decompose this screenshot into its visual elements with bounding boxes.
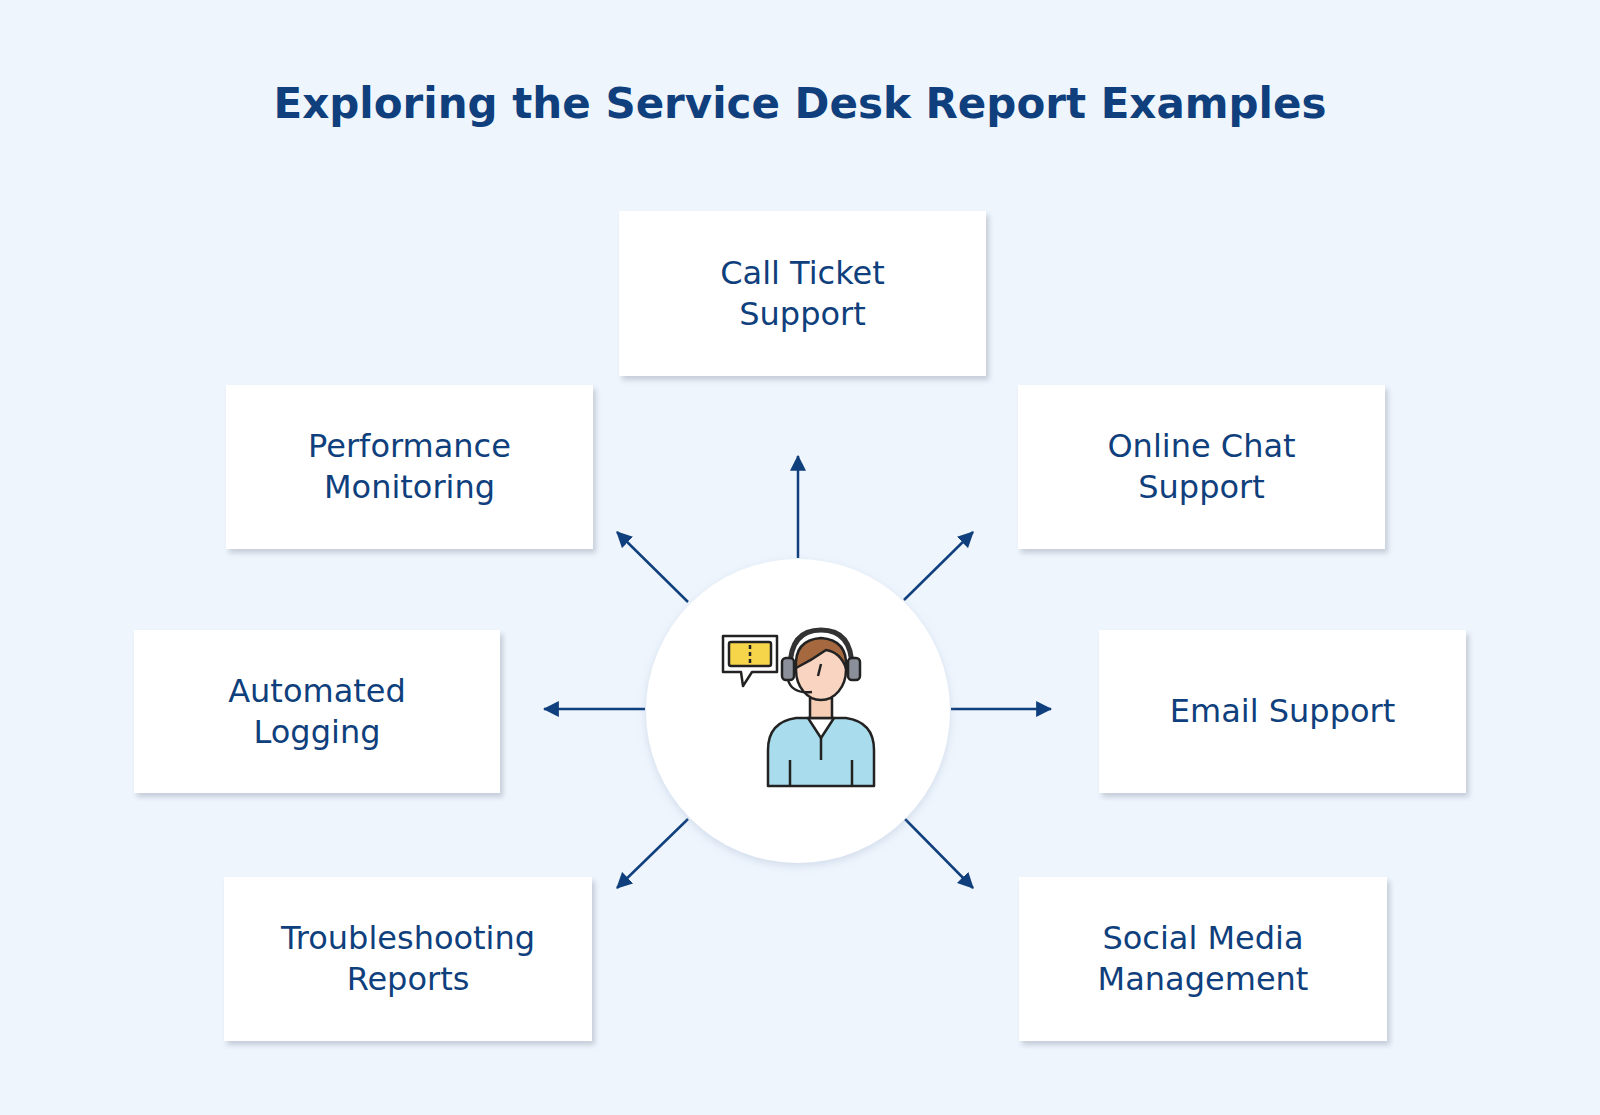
agent-collar	[808, 718, 834, 738]
spoke-arrow	[617, 819, 688, 888]
spoke-arrow	[904, 532, 973, 600]
agent-arm-line	[851, 760, 854, 786]
box-label: Troubleshooting Reports	[248, 918, 568, 1000]
report-box: Call Ticket Support	[619, 211, 986, 376]
agent-body	[768, 718, 874, 786]
agent-arm-line	[789, 760, 792, 786]
report-box: Online Chat Support	[1018, 385, 1385, 549]
box-label: Call Ticket Support	[673, 253, 933, 335]
spoke-arrows	[544, 456, 1051, 888]
spoke-arrow	[544, 708, 645, 711]
box-label: Social Media Management	[1053, 918, 1353, 1000]
report-box: Social Media Management	[1019, 877, 1387, 1041]
headset-mic	[788, 680, 812, 692]
box-label: Performance Monitoring	[260, 426, 560, 508]
diagram-title: Exploring the Service Desk Report Exampl…	[0, 72, 1600, 136]
spoke-arrow	[617, 532, 688, 602]
ticket-perforation	[749, 645, 752, 663]
box-label: Automated Logging	[177, 671, 457, 753]
spoke-arrow	[951, 708, 1051, 711]
agent-nose	[818, 664, 821, 676]
report-box: Performance Monitoring	[226, 385, 593, 549]
spoke-arrow	[797, 456, 800, 558]
agent-icon	[723, 630, 874, 786]
report-box: Automated Logging	[134, 630, 500, 793]
headset-earcup	[782, 658, 794, 680]
agent-hair	[796, 638, 846, 668]
spoke-arrow	[905, 819, 973, 888]
hub-circle	[646, 559, 950, 863]
headset-earcup	[848, 658, 860, 680]
headset-band	[790, 630, 852, 668]
box-label: Email Support	[1113, 691, 1453, 732]
speech-bubble	[723, 636, 777, 686]
report-box: Troubleshooting Reports	[224, 877, 592, 1041]
agent-placket	[820, 738, 823, 760]
box-label: Online Chat Support	[1062, 426, 1342, 508]
ticket-symbol	[729, 642, 771, 666]
report-box: Email Support	[1099, 630, 1466, 793]
